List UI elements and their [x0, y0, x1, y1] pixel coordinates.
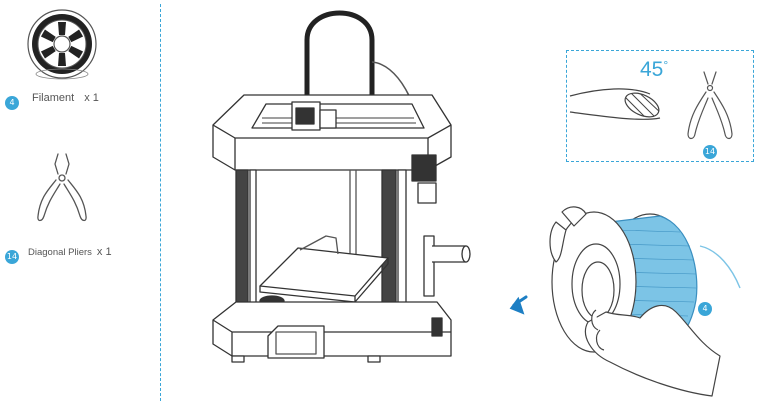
hand-badge-filament: 4: [698, 302, 712, 316]
